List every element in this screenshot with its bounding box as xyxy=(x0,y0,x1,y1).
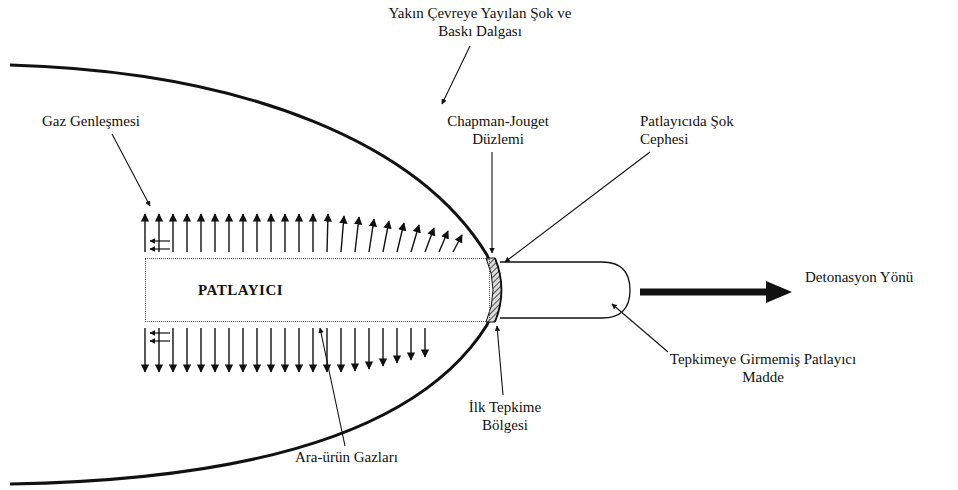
direction-label: Detonasyon Yönü xyxy=(805,268,950,286)
cj-plane-label: Chapman-Jouget Düzlemi xyxy=(438,112,558,148)
detonation-arrow xyxy=(640,289,770,296)
node-label: PATLAYICI xyxy=(146,282,283,299)
explosive-region: PATLAYICI xyxy=(145,258,490,322)
reaction-zone xyxy=(486,258,502,322)
unreacted-explosive xyxy=(500,262,630,318)
intermediate-gas-label: Ara-ürün Gazları xyxy=(295,448,455,466)
gas-expansion-arrows-down xyxy=(145,328,425,372)
gas-expansion-label: Gaz Genleşmesi xyxy=(42,112,182,130)
detonation-arrow-head xyxy=(766,281,792,303)
leader-lines xyxy=(112,46,668,446)
shock-front-label: Patlayıcıda Şok Cephesi xyxy=(640,112,760,148)
unreacted-label: Tepkimeye Girmemiş Patlayıcı Madde xyxy=(668,350,858,386)
gas-expansion-arrows xyxy=(145,214,462,252)
shock-wave-curve xyxy=(10,65,495,484)
backward-gas-arrows xyxy=(150,241,170,341)
reaction-zone-label: İlk Tepkime Bölgesi xyxy=(450,398,560,434)
shock-front xyxy=(495,258,502,322)
shock-wave-label: Yakın Çevreye Yayılan Şok ve Baskı Dalga… xyxy=(380,4,580,40)
